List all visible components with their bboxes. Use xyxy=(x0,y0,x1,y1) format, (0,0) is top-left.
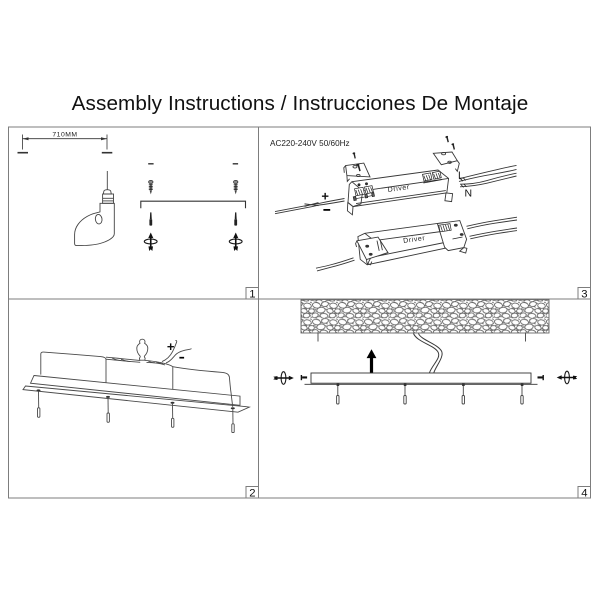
svg-text:+: + xyxy=(167,339,175,354)
svg-text:N: N xyxy=(465,188,473,200)
svg-text:2: 2 xyxy=(249,488,255,500)
svg-text:Driver: Driver xyxy=(403,235,426,245)
svg-text:710MM: 710MM xyxy=(52,131,77,138)
svg-text:L: L xyxy=(458,170,464,182)
svg-text:1: 1 xyxy=(249,289,255,301)
svg-text:4: 4 xyxy=(581,488,587,500)
svg-text:Driver: Driver xyxy=(387,184,410,194)
svg-text:+: + xyxy=(321,188,329,203)
svg-text:AC220-240V 50/60Hz: AC220-240V 50/60Hz xyxy=(270,139,350,148)
svg-text:3: 3 xyxy=(581,289,587,301)
